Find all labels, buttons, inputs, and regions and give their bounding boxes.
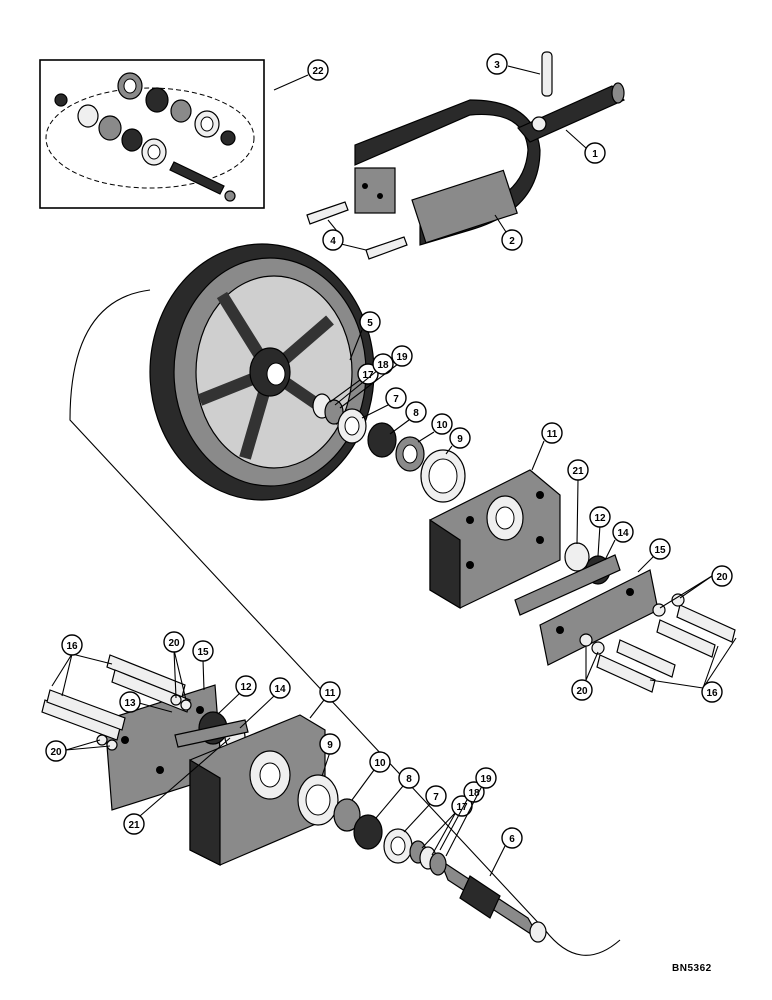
callout-18-lower: 18 xyxy=(439,781,485,851)
callout-12-upper: 12 xyxy=(589,506,611,557)
upper-bearing-stack xyxy=(312,393,466,503)
callout-20-lower-left: 20 xyxy=(45,739,111,762)
upper-bracket xyxy=(429,469,561,610)
svg-text:11: 11 xyxy=(325,688,336,699)
callout-11-lower: 11 xyxy=(309,681,341,719)
svg-text:14: 14 xyxy=(617,528,629,539)
svg-text:17: 17 xyxy=(362,370,374,381)
svg-text:20: 20 xyxy=(168,638,180,649)
callout-16-lower: 16 xyxy=(51,634,113,697)
svg-text:10: 10 xyxy=(436,420,448,431)
svg-text:15: 15 xyxy=(197,647,209,658)
svg-text:3: 3 xyxy=(494,60,500,71)
callout-15-lower: 15 xyxy=(192,640,214,691)
callout-9-upper: 9 xyxy=(445,427,471,455)
callout-14-upper: 14 xyxy=(604,521,634,561)
callout-21-lower: 21 xyxy=(123,737,231,835)
svg-text:18: 18 xyxy=(468,788,480,799)
callout-19-lower: 19 xyxy=(445,767,497,857)
svg-text:6: 6 xyxy=(509,834,515,845)
lower-bolts xyxy=(41,654,192,751)
callout-10-upper: 10 xyxy=(417,413,453,443)
callout-9-lower: 9 xyxy=(319,733,341,777)
lower-nut-washers xyxy=(174,711,249,750)
callout-4: 4 xyxy=(322,219,367,251)
svg-text:8: 8 xyxy=(413,408,419,419)
callout-8-upper: 8 xyxy=(389,401,427,435)
lower-bracket xyxy=(189,714,326,866)
callout-2: 2 xyxy=(494,214,523,251)
svg-text:12: 12 xyxy=(594,513,606,524)
svg-text:20: 20 xyxy=(576,686,588,697)
callout-1: 1 xyxy=(565,129,606,164)
reference-code: BN5362 xyxy=(672,963,712,974)
callout-16-upper: 16 xyxy=(649,637,737,703)
callout-5: 5 xyxy=(349,311,381,361)
callout-7-lower: 7 xyxy=(403,785,447,833)
pin-3 xyxy=(541,51,553,97)
callout-17-upper: 17 xyxy=(329,363,379,403)
svg-text:16: 16 xyxy=(66,641,78,652)
shaft xyxy=(438,858,547,943)
svg-text:8: 8 xyxy=(406,774,412,785)
svg-text:1: 1 xyxy=(592,149,598,160)
svg-text:2: 2 xyxy=(509,236,515,247)
svg-text:9: 9 xyxy=(457,434,463,445)
svg-text:16: 16 xyxy=(706,688,718,699)
svg-text:17: 17 xyxy=(456,802,468,813)
callout-7-upper: 7 xyxy=(361,387,407,419)
callout-15-upper: 15 xyxy=(637,538,671,573)
callout-12-lower: 12 xyxy=(217,675,257,715)
callout-3: 3 xyxy=(486,53,541,75)
callout-11-upper: 11 xyxy=(531,422,563,471)
svg-text:12: 12 xyxy=(240,682,252,693)
svg-text:5: 5 xyxy=(367,318,373,329)
callout-8-lower: 8 xyxy=(375,767,420,819)
lower-bearing-stack xyxy=(297,774,447,876)
svg-text:7: 7 xyxy=(433,792,439,803)
yoke xyxy=(354,99,541,246)
svg-text:13: 13 xyxy=(124,698,136,709)
idler-wheel xyxy=(149,243,375,501)
callout-19-upper: 19 xyxy=(339,345,413,409)
callout-22: 22 xyxy=(273,59,329,91)
callout-18-upper: 18 xyxy=(334,353,394,406)
svg-text:19: 19 xyxy=(396,352,408,363)
upper-bolts xyxy=(579,593,736,693)
shaft-assembly-line xyxy=(69,289,621,956)
callout-14-lower: 14 xyxy=(239,677,291,729)
svg-text:21: 21 xyxy=(572,466,584,477)
svg-text:20: 20 xyxy=(50,747,62,758)
svg-text:22: 22 xyxy=(312,66,324,77)
svg-text:10: 10 xyxy=(374,758,386,769)
adjusting-screw xyxy=(517,82,625,143)
inset-bearing-parts xyxy=(54,72,236,202)
svg-text:11: 11 xyxy=(547,429,558,440)
pins-4 xyxy=(306,201,408,260)
callout-20-upper-right: 20 xyxy=(659,565,733,609)
svg-text:20: 20 xyxy=(716,572,728,583)
svg-text:21: 21 xyxy=(128,820,140,831)
callout-20-upper-bottom: 20 xyxy=(571,646,599,701)
svg-text:4: 4 xyxy=(330,236,336,247)
callout-20-lower-top: 20 xyxy=(163,631,187,701)
callout-10-lower: 10 xyxy=(351,751,391,801)
svg-text:14: 14 xyxy=(274,684,286,695)
callout-6: 6 xyxy=(489,827,523,877)
svg-text:18: 18 xyxy=(377,360,389,371)
inset-kit-box xyxy=(39,59,265,209)
svg-text:9: 9 xyxy=(327,740,333,751)
svg-text:7: 7 xyxy=(393,394,399,405)
svg-text:15: 15 xyxy=(654,545,666,556)
svg-text:19: 19 xyxy=(480,774,492,785)
callout-21-upper: 21 xyxy=(567,459,589,545)
callout-13: 13 xyxy=(119,691,173,713)
